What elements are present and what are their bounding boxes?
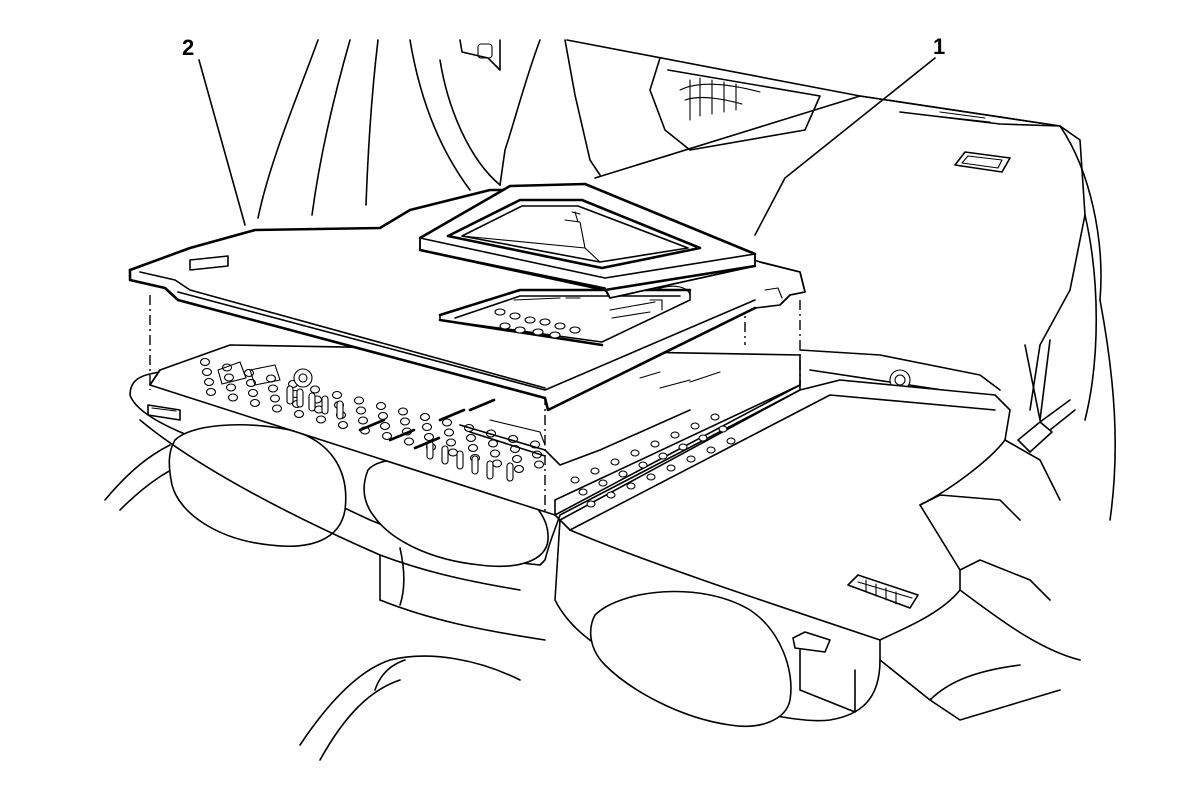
callout-label-1: 1 bbox=[933, 34, 945, 59]
callout-label-2: 2 bbox=[182, 35, 194, 60]
opening-slots bbox=[494, 308, 581, 339]
vehicle-interior-background bbox=[104, 39, 1116, 761]
storage-bin-bezel bbox=[418, 182, 757, 299]
seat-cushion-frame-perforated bbox=[149, 344, 801, 521]
callout-leaders bbox=[198, 57, 936, 236]
